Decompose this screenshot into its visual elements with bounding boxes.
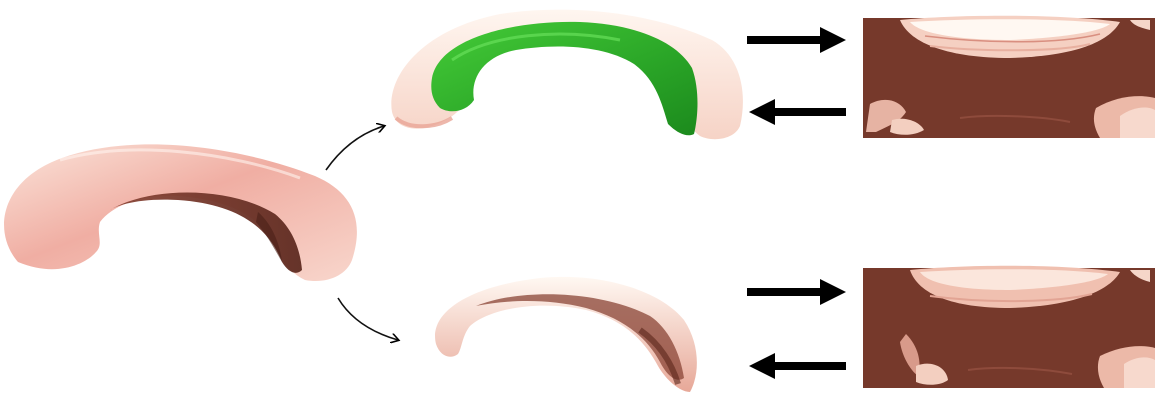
flattened-map-bottom xyxy=(863,266,1155,388)
curved-arrow-icon xyxy=(338,298,398,340)
clipped-surface xyxy=(435,277,697,392)
flattened-map-top xyxy=(863,16,1155,138)
left-arrow-icon xyxy=(749,353,846,379)
curved-arrow-icon xyxy=(326,126,384,170)
centerline-surface xyxy=(391,10,743,140)
left-arrow-icon xyxy=(749,99,846,125)
source-surface xyxy=(4,144,357,281)
right-arrow-icon xyxy=(747,279,846,305)
right-arrow-icon xyxy=(747,27,846,53)
